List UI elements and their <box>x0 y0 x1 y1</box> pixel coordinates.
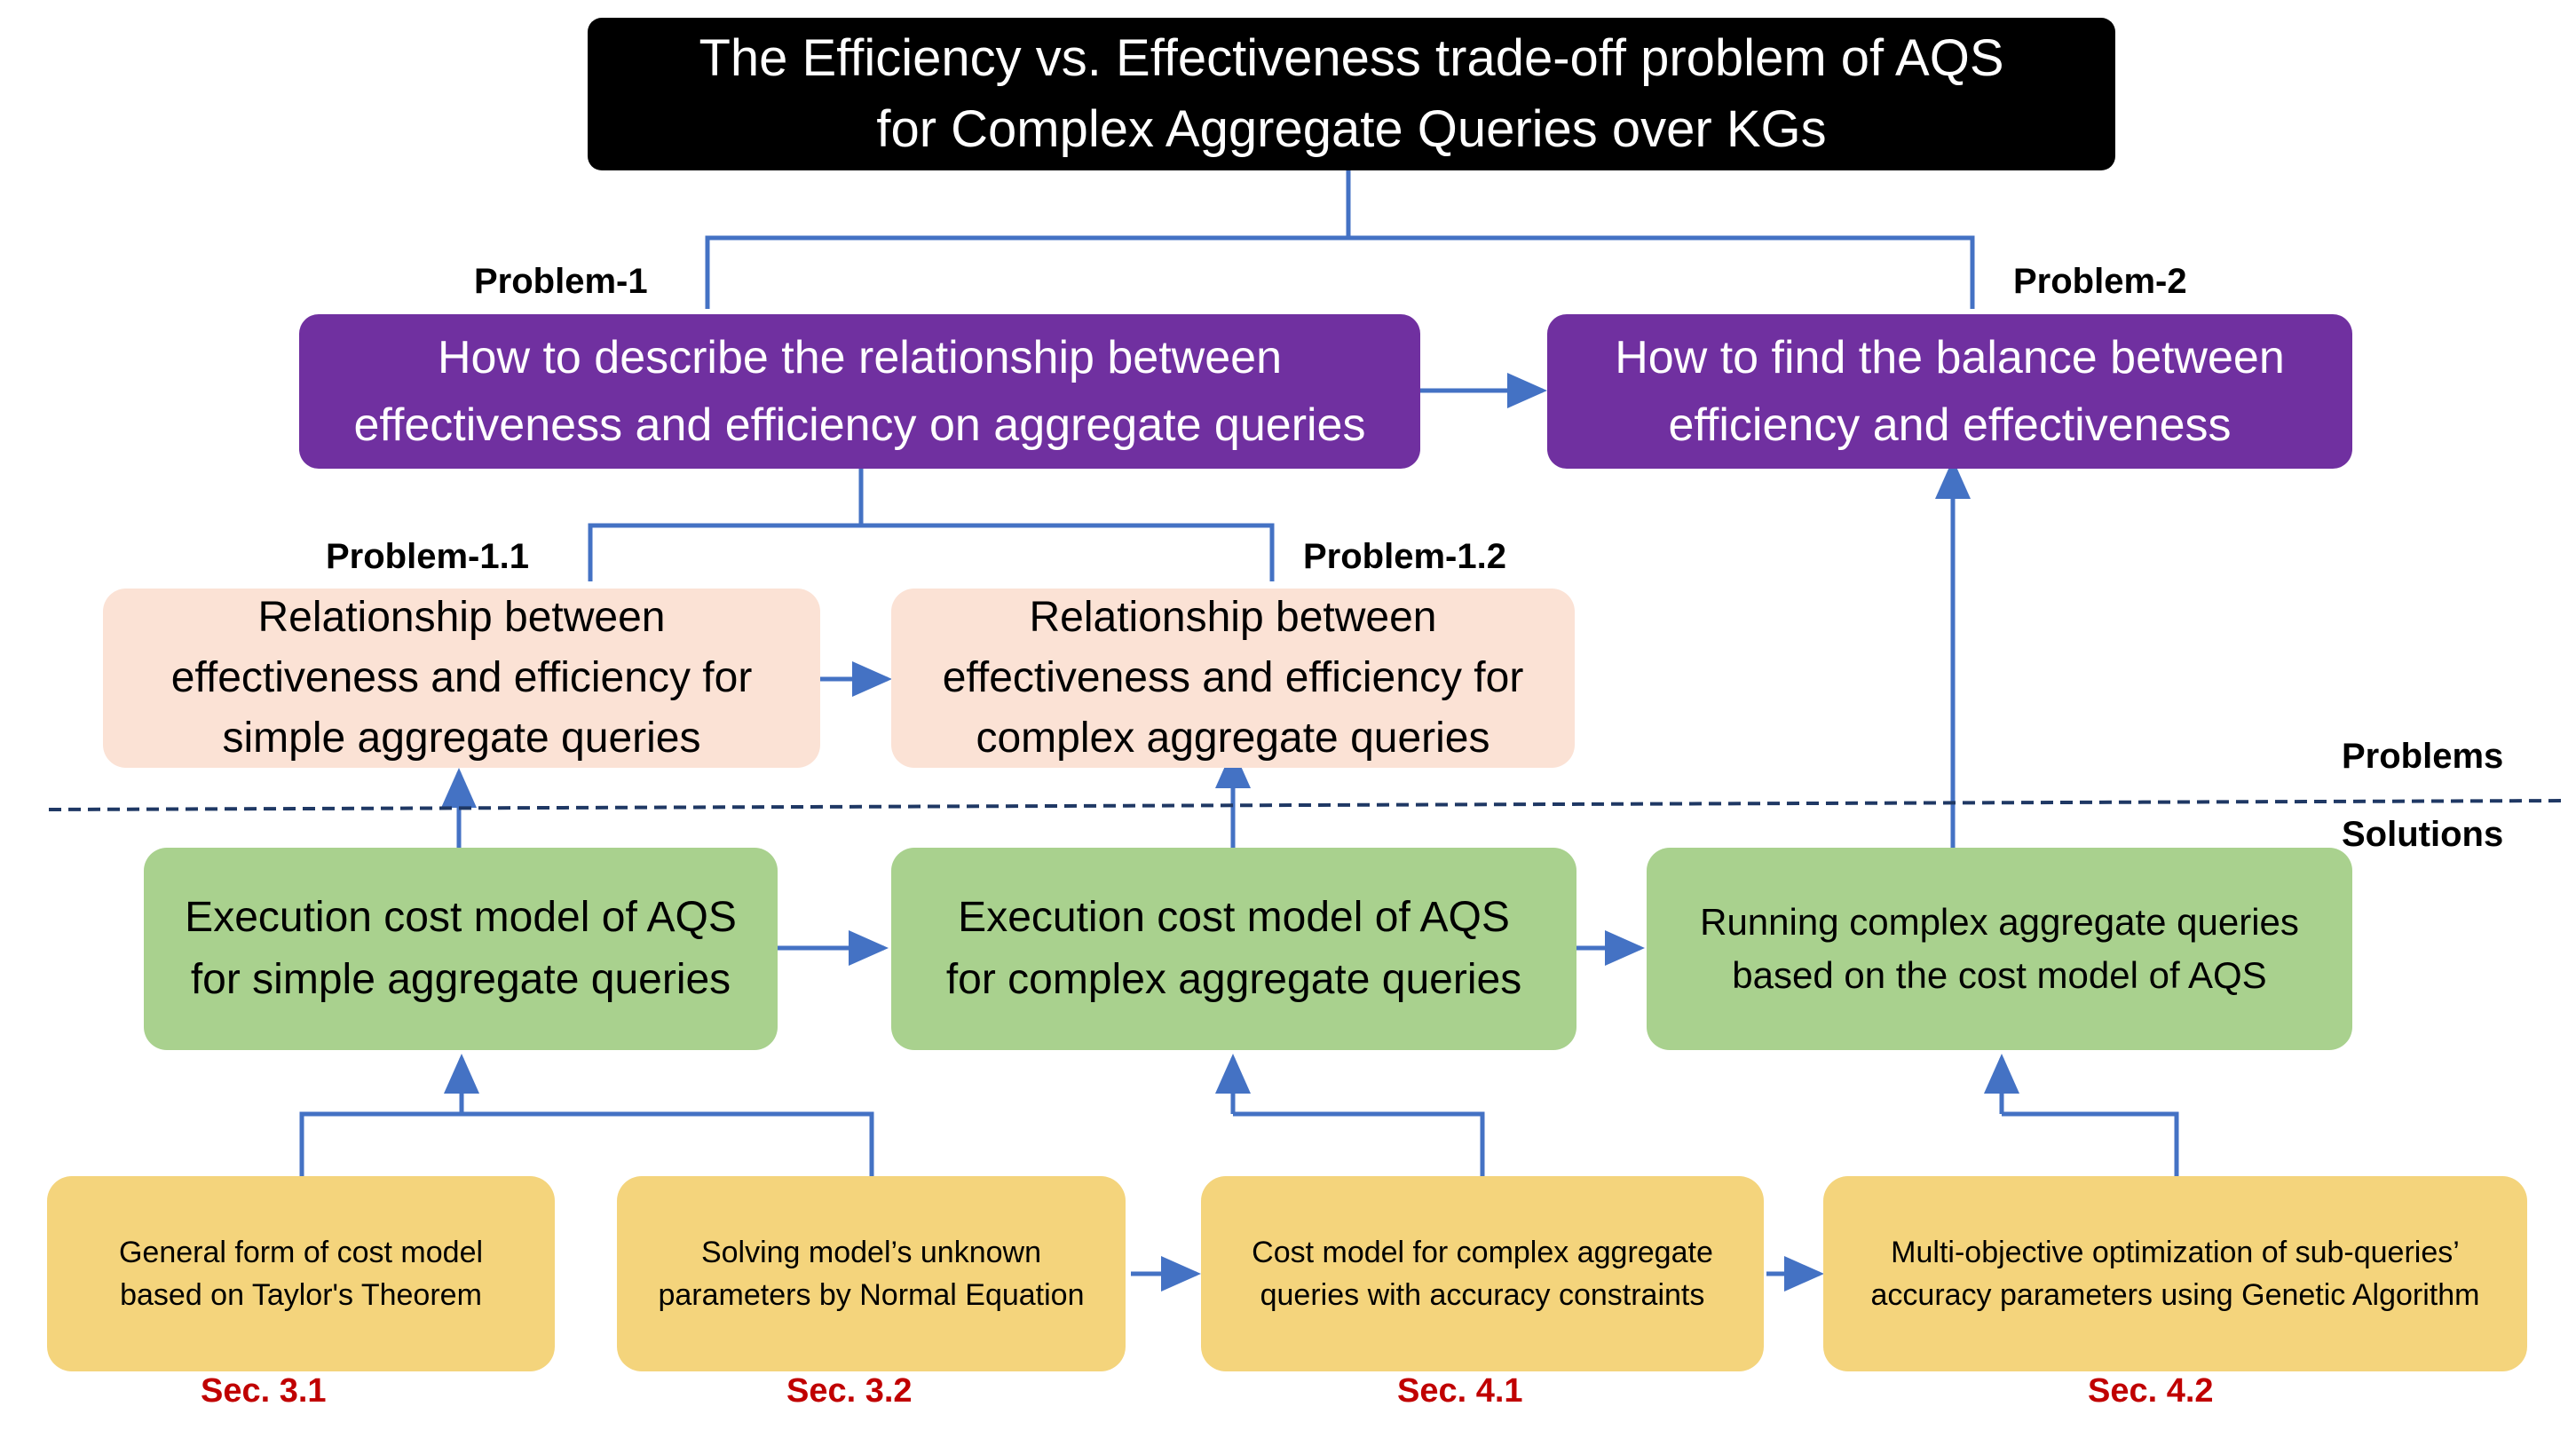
divider-line <box>48 799 2566 811</box>
solution-3-box: Running complex aggregate queries based … <box>1647 848 2352 1050</box>
problem-1-box: How to describe the relationship between… <box>299 314 1420 469</box>
solution-2-line-2: for complex aggregate queries <box>945 956 1522 1003</box>
solution-3-line-1: Running complex aggregate queries <box>1700 901 2299 943</box>
problem-1-2-box: Relationship between effectiveness and e… <box>891 589 1575 768</box>
problem-1-1-line-1: Relationship between <box>257 594 666 641</box>
problem-1-2-line-1: Relationship between <box>1029 594 1437 641</box>
solution-2-box: Execution cost model of AQS for complex … <box>891 848 1576 1050</box>
title-line-2: for Complex Aggregate Queries over KGs <box>876 100 1827 158</box>
method-3-box: Cost model for complex aggregate queries… <box>1201 1176 1764 1371</box>
problem-1-line-2: effectiveness and efficiency on aggregat… <box>353 399 1366 451</box>
connector-m1-m2 <box>299 1111 874 1176</box>
method-1-line-2: based on Taylor's Theorem <box>120 1278 482 1312</box>
solution-1-line-2: for simple aggregate queries <box>190 956 731 1003</box>
problem-1-1-line-3: simple aggregate queries <box>222 715 701 762</box>
problem-1-1-box: Relationship between effectiveness and e… <box>103 589 820 768</box>
solution-1-box: Execution cost model of AQS for simple a… <box>144 848 778 1050</box>
problem-1-2-label: Problem-1.2 <box>1303 537 1506 576</box>
solution-2-line-1: Execution cost model of AQS <box>958 894 1510 941</box>
section-ref-3-2: Sec. 3.2 <box>786 1372 913 1410</box>
method-2-line-1: Solving model’s unknown <box>700 1236 1042 1269</box>
problem-1-label: Problem-1 <box>474 262 648 301</box>
method-1-box: General form of cost model based on Tayl… <box>47 1176 555 1371</box>
method-2-line-2: parameters by Normal Equation <box>658 1278 1085 1312</box>
method-3-line-2: queries with accuracy constraints <box>1260 1278 1705 1312</box>
method-4-line-1: Multi-objective optimization of sub-quer… <box>1891 1236 2460 1269</box>
solutions-section-label: Solutions <box>2342 815 2504 854</box>
method-3-line-1: Cost model for complex aggregate <box>1252 1236 1713 1269</box>
connector-m4 <box>2002 1111 2179 1176</box>
section-ref-4-1: Sec. 4.1 <box>1397 1372 1523 1410</box>
method-1-line-1: General form of cost model <box>118 1236 484 1269</box>
problem-2-line-1: How to find the balance between <box>1615 332 2285 383</box>
problem-2-box: How to find the balance between efficien… <box>1547 314 2352 469</box>
problem-1-2-line-3: complex aggregate queries <box>976 715 1490 762</box>
solution-1-line-1: Execution cost model of AQS <box>185 894 737 941</box>
connector-m3 <box>1233 1111 1485 1176</box>
title-line-1: The Efficiency vs. Effectiveness trade-o… <box>699 29 2004 87</box>
problem-2-line-2: efficiency and effectiveness <box>1668 399 2232 451</box>
problem-1-line-1: How to describe the relationship between <box>437 332 1282 383</box>
title-box: The Efficiency vs. Effectiveness trade-o… <box>588 18 2115 170</box>
problem-2-label: Problem-2 <box>2013 262 2187 301</box>
problems-section-label: Problems <box>2342 737 2504 776</box>
connector-title-branches <box>705 235 1975 309</box>
connector-p1-branches <box>588 523 1275 581</box>
section-ref-3-1: Sec. 3.1 <box>201 1372 327 1410</box>
solution-3-line-2: based on the cost model of AQS <box>1732 954 2267 996</box>
problem-1-2-line-2: effectiveness and efficiency for <box>942 654 1524 701</box>
section-ref-4-2: Sec. 4.2 <box>2088 1372 2214 1410</box>
problem-1-1-label: Problem-1.1 <box>326 537 529 576</box>
problem-1-1-line-2: effectiveness and efficiency for <box>170 654 753 701</box>
method-4-line-2: accuracy parameters using Genetic Algori… <box>1870 1278 2480 1312</box>
method-4-box: Multi-objective optimization of sub-quer… <box>1823 1176 2527 1371</box>
method-2-box: Solving model’s unknown parameters by No… <box>617 1176 1126 1371</box>
